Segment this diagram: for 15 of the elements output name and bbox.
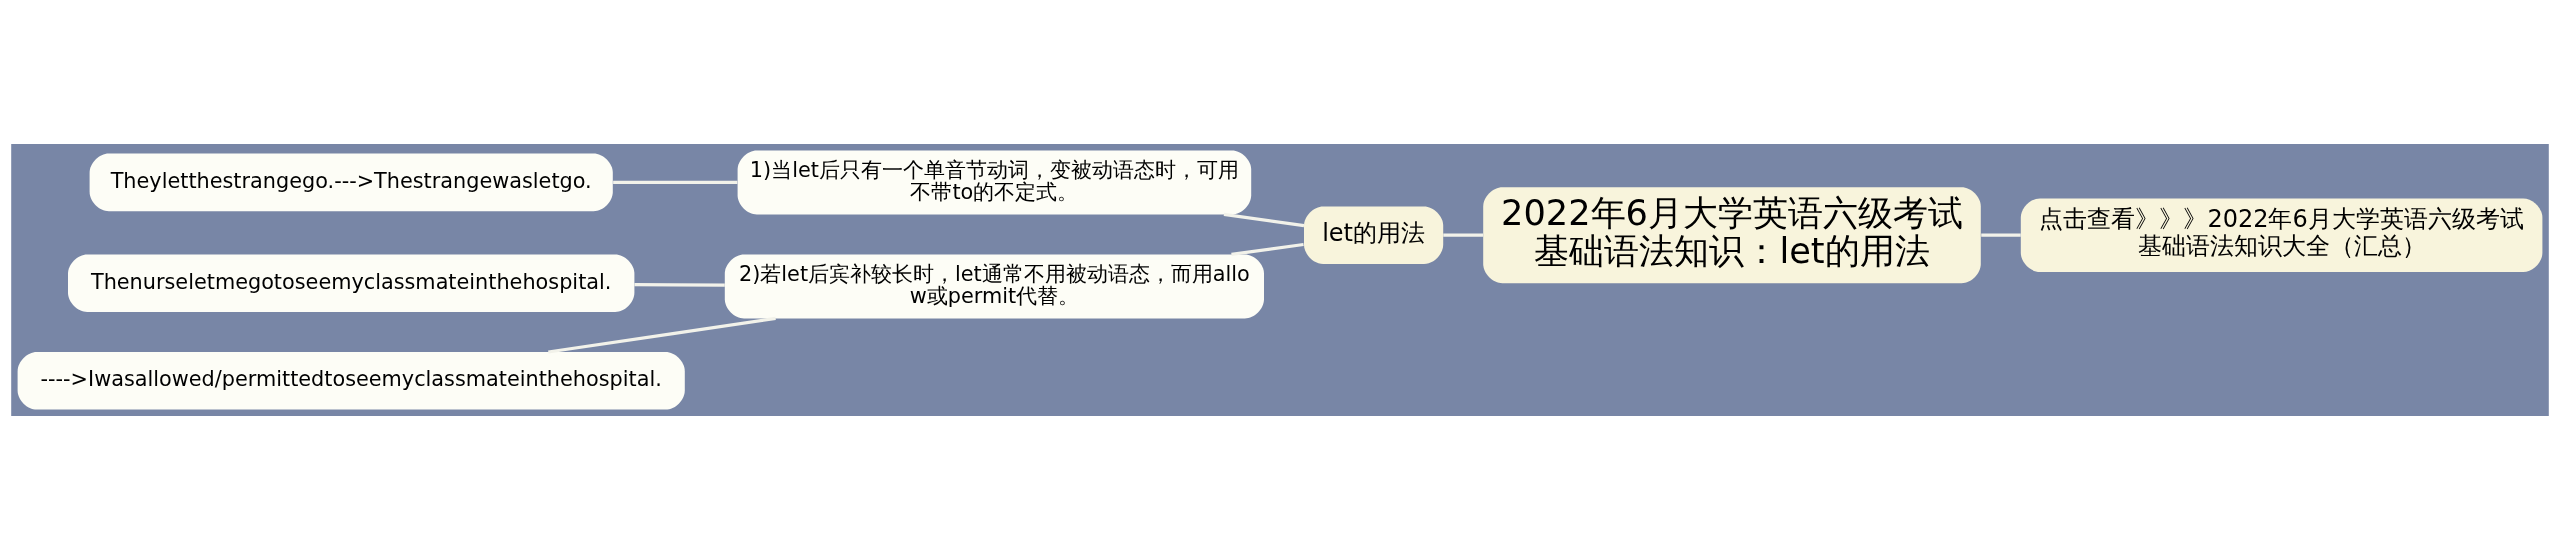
node-box: 2)若let后宾补较长时，let通常不用被动语态，而用allow或permit代替。 — [724, 254, 1264, 319]
node-box: ---->Iwasallowed/permittedtoseemyclassmateinthehospital. — [17, 352, 685, 410]
node-box: 1)当let后只有一个单音节动词，变被动语态时，可用不带to的不定式。 — [737, 150, 1252, 215]
node-box: Thenurseletmegotoseemyclassmateinthehospital. — [68, 254, 635, 312]
connector — [634, 283, 725, 287]
connector — [1223, 212, 1305, 228]
node-box: let的用法 — [1304, 206, 1444, 264]
connector — [1231, 242, 1304, 256]
node-box: 2022年6月大学英语六级考试基础语法知识：let的用法 — [1483, 187, 1981, 284]
node-box: 点击查看》》》2022年6月大学英语六级考试基础语法知识大全（汇总） — [2020, 198, 2543, 272]
connector — [548, 316, 776, 354]
connector — [613, 180, 738, 184]
connector — [1981, 233, 2021, 237]
connector — [1443, 233, 1484, 237]
node-box: Theyletthestrangego.--->Thestrangewasletgo. — [89, 153, 613, 212]
